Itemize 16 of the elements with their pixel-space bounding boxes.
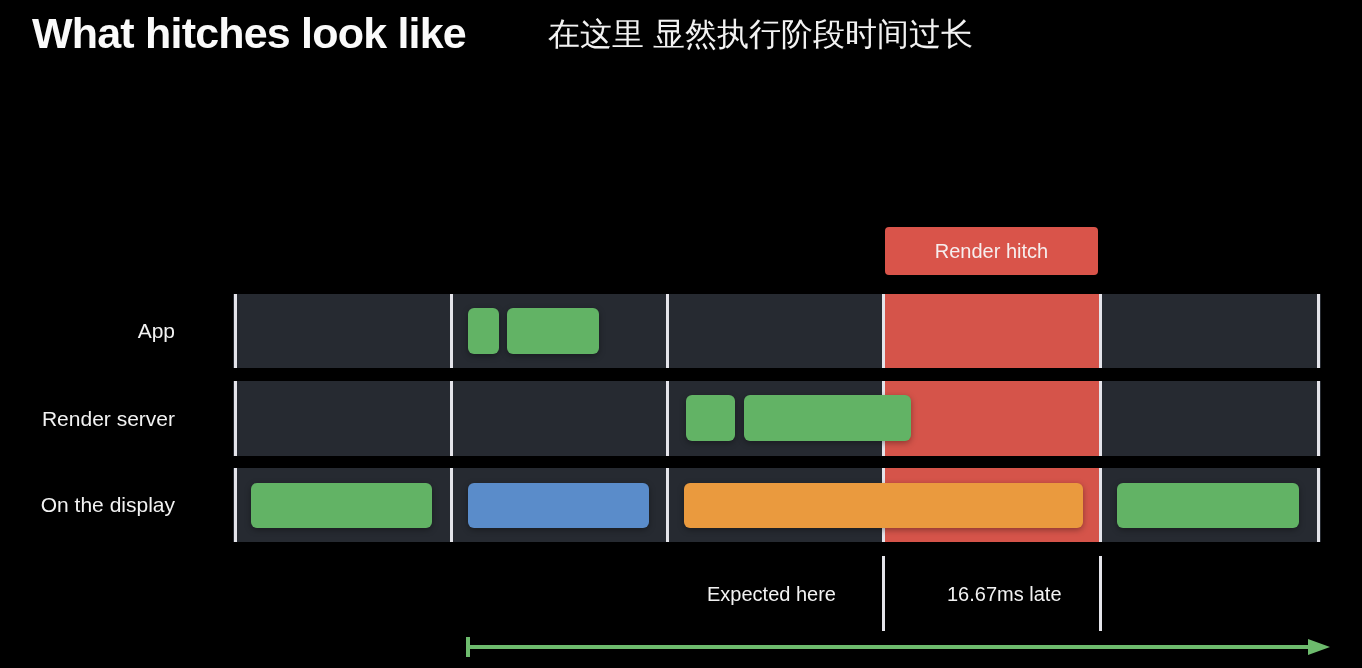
timeline-bar [468,308,499,354]
annotation-text: 16.67ms late [947,582,1062,606]
timeline-bar [468,483,649,528]
timeline-bar [684,483,1083,528]
row-label: On the display [40,493,175,517]
timeline-bar [1117,483,1299,528]
subtitle-caption: 在这里 显然执行阶段时间过长 [548,15,973,54]
timeline-bar [744,395,911,441]
annotation-text: Expected here [707,582,836,606]
slide-title: What hitches look like [32,10,466,58]
timeline-bar [507,308,599,354]
timeline-bar [251,483,432,528]
hitch-callout: Render hitch [885,227,1098,275]
row-label: App [137,319,175,343]
row-label: Render server [41,406,175,431]
timeline-bar [686,395,735,441]
